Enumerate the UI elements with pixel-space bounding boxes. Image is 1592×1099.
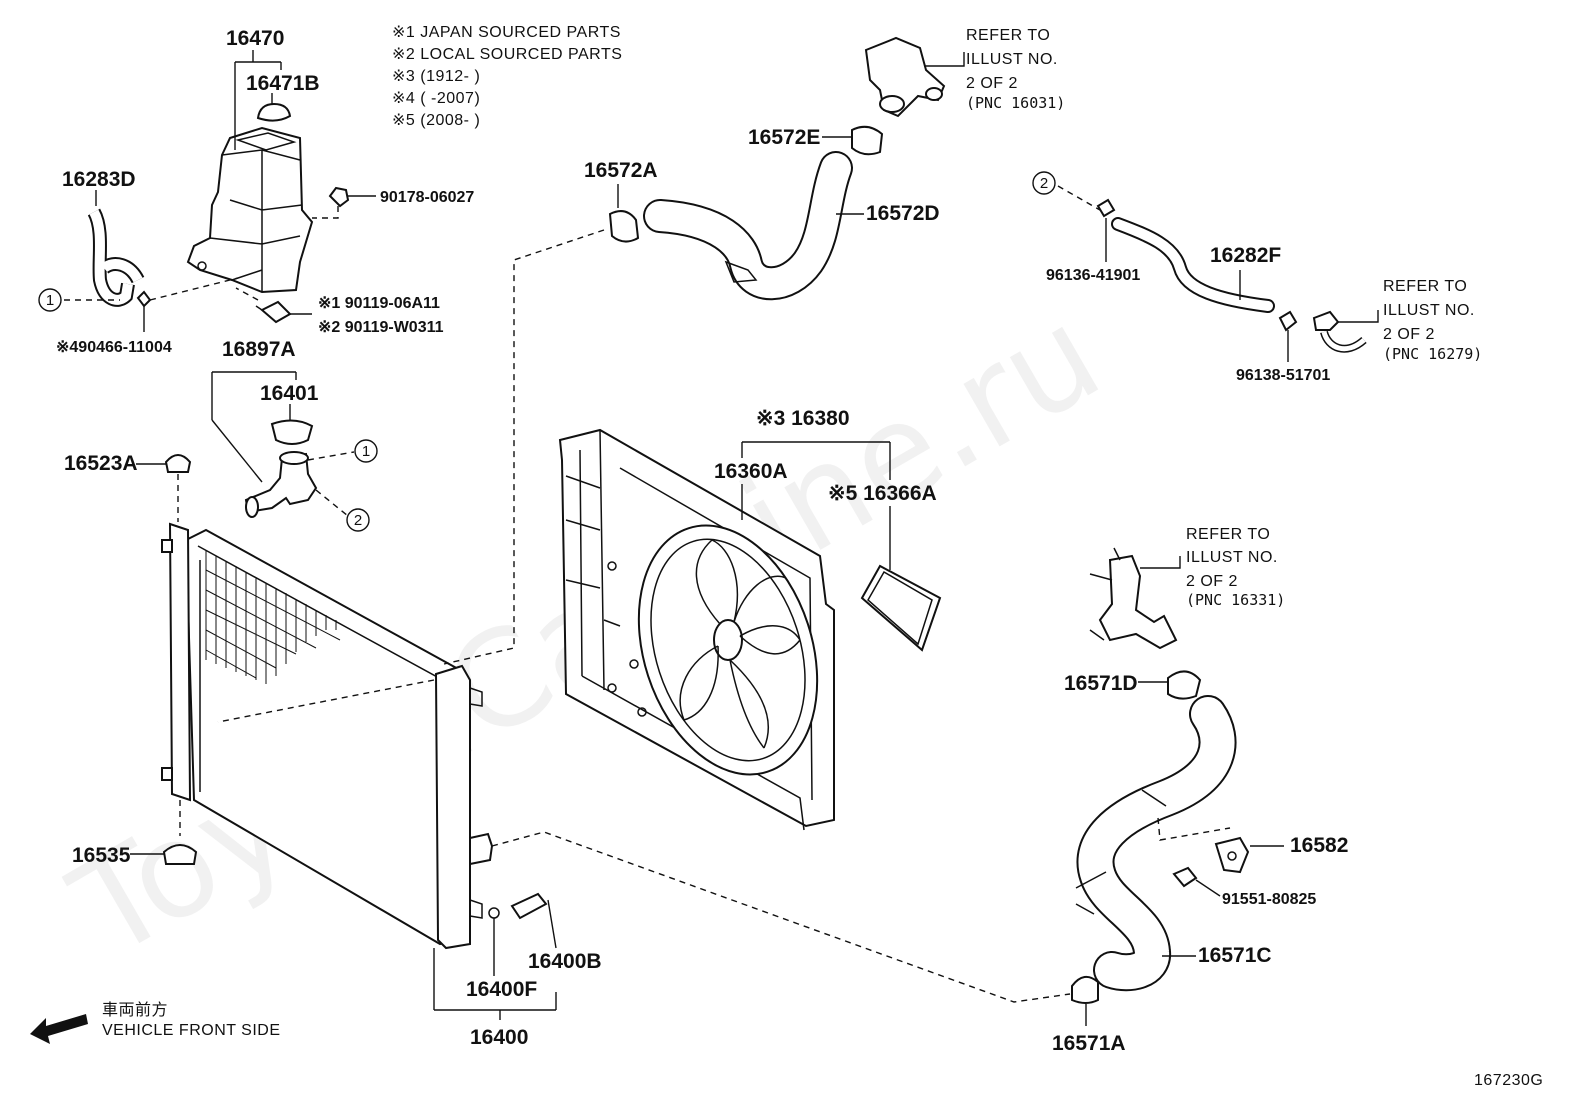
note-from-1912: ※3 (1912- ): [392, 68, 480, 85]
label-96136-41901: 96136-41901: [1046, 267, 1140, 284]
fan-shroud-assembly: [558, 428, 942, 831]
label-16400: 16400: [470, 1026, 528, 1049]
upper-hose-connection-line: [217, 229, 605, 723]
upper-hose-group: [608, 36, 965, 301]
svg-text:REFER TO: REFER TO: [1186, 526, 1270, 543]
reservoir-cap-drawing: [256, 102, 292, 122]
label-16400B: 16400B: [528, 950, 602, 973]
svg-text:2 OF 2: 2 OF 2: [1186, 573, 1238, 590]
label-16282F: 16282F: [1210, 244, 1281, 267]
label-16400F: 16400F: [466, 978, 537, 1001]
svg-text:REFER TO: REFER TO: [966, 27, 1050, 44]
reservoir-tank-group: [64, 50, 376, 332]
front-label-jp: 車両前方: [102, 1001, 168, 1019]
refer-note-16279: REFER TO ILLUST NO. 2 OF 2 (PNC 16279): [1383, 278, 1482, 363]
reservoir-tank-drawing: [186, 126, 314, 294]
label-90178-06027: 90178-06027: [380, 189, 474, 206]
svg-text:(PNC 16279): (PNC 16279): [1383, 345, 1482, 363]
front-arrow-icon: [30, 1014, 88, 1044]
callout-1-neck: 1: [354, 439, 378, 463]
svg-text:1: 1: [362, 443, 370, 460]
label-16571A: 16571A: [1052, 1032, 1126, 1055]
part-labels: 16470 16471B 16283D 90178-06027 ※1 90119…: [56, 27, 1348, 1055]
label-16571D: 16571D: [1064, 672, 1138, 695]
callout-2-neck: 2: [346, 508, 370, 532]
label-16572E: 16572E: [748, 126, 820, 149]
svg-text:2 OF 2: 2 OF 2: [966, 75, 1018, 92]
label-16471B: 16471B: [246, 72, 320, 95]
label-16523A: 16523A: [64, 452, 138, 475]
svg-text:(PNC 16031): (PNC 16031): [966, 94, 1065, 112]
label-16366A: ※5 16366A: [828, 482, 937, 505]
svg-text:(PNC 16331): (PNC 16331): [1186, 591, 1285, 609]
front-label-en: VEHICLE FRONT SIDE: [102, 1022, 281, 1039]
svg-text:2: 2: [354, 512, 362, 529]
figure-code: 167230G: [1474, 1072, 1543, 1089]
svg-text:ILLUST NO.: ILLUST NO.: [1383, 302, 1475, 319]
callout-1-left: 1: [38, 288, 62, 312]
label-16535: 16535: [72, 844, 131, 867]
svg-text:1: 1: [46, 292, 54, 309]
refer-note-16331: REFER TO ILLUST NO. 2 OF 2 (PNC 16331): [1186, 526, 1285, 609]
label-16401: 16401: [260, 382, 319, 405]
note-local-sourced: ※2 LOCAL SOURCED PARTS: [392, 46, 622, 63]
svg-text:ILLUST NO.: ILLUST NO.: [1186, 549, 1278, 566]
svg-text:2 OF 2: 2 OF 2: [1383, 326, 1435, 343]
label-16470: 16470: [226, 27, 284, 50]
source-notes: ※1 JAPAN SOURCED PARTS ※2 LOCAL SOURCED …: [392, 24, 622, 129]
label-90119-W0311: ※2 90119-W0311: [318, 319, 444, 336]
callout-2-right: 2: [1032, 171, 1056, 195]
refer-note-16031: REFER TO ILLUST NO. 2 OF 2 (PNC 16031): [966, 27, 1065, 112]
filler-neck-group: [211, 371, 355, 518]
label-96138-51701: 96138-51701: [1236, 367, 1330, 384]
svg-text:REFER TO: REFER TO: [1383, 278, 1467, 295]
vehicle-front-indicator: 車両前方 VEHICLE FRONT SIDE: [30, 1001, 281, 1044]
label-90119-06A11: ※1 90119-06A11: [318, 295, 440, 312]
label-90466-11004: ※490466-11004: [56, 339, 172, 356]
label-16572A: 16572A: [584, 159, 658, 182]
bypass-hose-group: [1057, 185, 1379, 362]
note-from-2008: ※5 (2008- ): [392, 112, 480, 129]
label-16572D: 16572D: [866, 202, 940, 225]
note-until-2007: ※4 ( -2007): [392, 90, 480, 107]
svg-text:2: 2: [1040, 175, 1048, 192]
svg-text:ILLUST NO.: ILLUST NO.: [966, 51, 1058, 68]
label-16360A: 16360A: [714, 460, 788, 483]
note-japan-sourced: ※1 JAPAN SOURCED PARTS: [392, 24, 621, 41]
label-16380: ※3 16380: [756, 407, 850, 430]
lower-hose-group: [491, 547, 1284, 1026]
label-16571C: 16571C: [1198, 944, 1272, 967]
upper-support-cushion: [136, 454, 192, 522]
label-16897A: 16897A: [222, 338, 296, 361]
radiator-assembly: [161, 522, 557, 1020]
label-16283D: 16283D: [62, 168, 136, 191]
label-91551-80825: 91551-80825: [1222, 891, 1316, 908]
lower-support-cushion: [130, 800, 198, 865]
radiator-fins: [205, 550, 341, 684]
label-16582: 16582: [1290, 834, 1348, 857]
